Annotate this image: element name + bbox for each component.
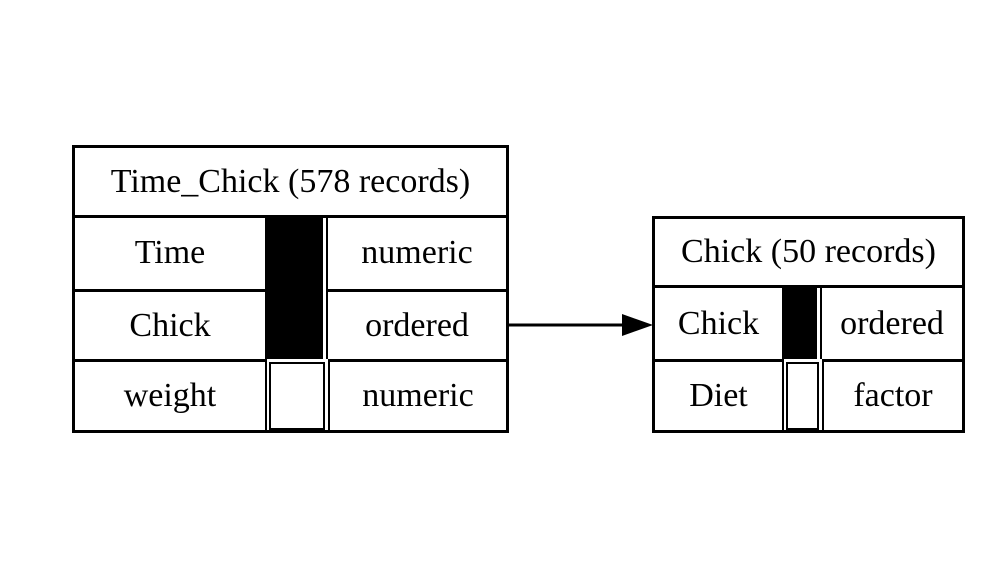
attribute-row-chick: Chick ordered xyxy=(655,288,962,359)
entity-table-time-chick: Time_Chick (578 records) Time numeric Ch… xyxy=(72,145,509,433)
attribute-row-time: Time numeric xyxy=(75,218,506,289)
cell-gap xyxy=(325,359,328,431)
attribute-name: Diet xyxy=(655,359,784,430)
table-title: Chick (50 records) xyxy=(655,219,962,288)
attribute-row-diet: Diet factor xyxy=(655,359,962,430)
cell-gap xyxy=(819,359,822,430)
entity-table-chick: Chick (50 records) Chick ordered Diet fa… xyxy=(652,216,965,433)
cell-gap xyxy=(323,288,326,360)
attribute-name: weight xyxy=(75,359,267,431)
primary-key-indicator xyxy=(784,288,817,359)
cell-gap xyxy=(817,288,820,359)
table-body: Chick ordered Diet factor xyxy=(655,288,962,430)
arrowhead-icon xyxy=(622,314,653,336)
non-key-indicator xyxy=(786,362,819,430)
attribute-type: ordered xyxy=(820,288,962,359)
attribute-name: Chick xyxy=(75,288,267,360)
relation-arrow xyxy=(508,314,653,336)
attribute-type: factor xyxy=(822,359,962,430)
table-body: Time numeric Chick ordered weight numeri… xyxy=(75,218,506,431)
primary-key-indicator xyxy=(267,218,323,289)
attribute-type: numeric xyxy=(326,218,506,289)
attribute-type: ordered xyxy=(326,288,506,360)
cell-gap xyxy=(323,218,326,289)
attribute-name: Time xyxy=(75,218,267,289)
attribute-type: numeric xyxy=(328,359,506,431)
primary-key-indicator xyxy=(267,288,323,360)
attribute-row-chick: Chick ordered xyxy=(75,288,506,360)
attribute-name: Chick xyxy=(655,288,784,359)
table-title: Time_Chick (578 records) xyxy=(75,148,506,218)
attribute-row-weight: weight numeric xyxy=(75,359,506,431)
non-key-indicator xyxy=(269,362,325,431)
